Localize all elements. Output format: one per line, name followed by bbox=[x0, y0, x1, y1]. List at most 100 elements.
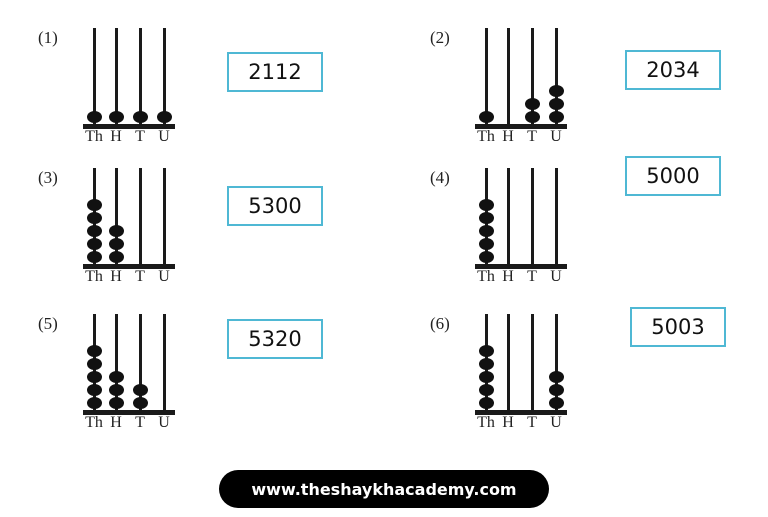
place-label: Th bbox=[85, 268, 103, 285]
bead bbox=[479, 371, 494, 383]
bead bbox=[549, 85, 564, 97]
answer-value: 5300 bbox=[248, 194, 302, 218]
bead bbox=[109, 384, 124, 396]
place-label: U bbox=[158, 128, 170, 145]
bead bbox=[87, 212, 102, 224]
bead bbox=[525, 111, 540, 123]
place-label: T bbox=[527, 268, 537, 285]
bead bbox=[549, 98, 564, 110]
abacus-rod-t bbox=[139, 28, 142, 124]
bead bbox=[479, 397, 494, 409]
abacus-rod-h bbox=[507, 28, 510, 124]
bead bbox=[157, 111, 172, 123]
abacus-rod-h bbox=[507, 314, 510, 410]
item-number: (4) bbox=[430, 168, 450, 187]
bead bbox=[549, 397, 564, 409]
bead bbox=[109, 111, 124, 123]
answer-value: 5003 bbox=[651, 315, 705, 339]
answer-box: 5300 bbox=[227, 186, 323, 226]
place-label: Th bbox=[85, 128, 103, 145]
abacus-base bbox=[83, 410, 175, 415]
bead bbox=[525, 98, 540, 110]
place-label: H bbox=[110, 128, 122, 145]
abacus-rod-h bbox=[115, 168, 118, 264]
bead bbox=[109, 397, 124, 409]
bead bbox=[479, 111, 494, 123]
place-label: Th bbox=[477, 128, 495, 145]
bead bbox=[549, 111, 564, 123]
abacus-rod-th bbox=[485, 28, 488, 124]
answer-value: 2034 bbox=[646, 58, 700, 82]
abacus-base bbox=[475, 124, 567, 129]
bead bbox=[133, 111, 148, 123]
abacus-base bbox=[475, 264, 567, 269]
bead bbox=[133, 384, 148, 396]
place-label: T bbox=[135, 128, 145, 145]
bead bbox=[87, 238, 102, 250]
place-label: H bbox=[110, 414, 122, 431]
place-label: Th bbox=[477, 268, 495, 285]
answer-box: 2112 bbox=[227, 52, 323, 92]
place-label: H bbox=[502, 414, 514, 431]
place-label: U bbox=[158, 414, 170, 431]
abacus-rod-t bbox=[531, 314, 534, 410]
bead bbox=[479, 199, 494, 211]
place-label: T bbox=[135, 268, 145, 285]
item-number: (3) bbox=[38, 168, 58, 187]
place-label: H bbox=[502, 128, 514, 145]
bead bbox=[87, 225, 102, 237]
abacus-base bbox=[83, 264, 175, 269]
website-url: www.theshaykhacademy.com bbox=[251, 479, 517, 499]
bead bbox=[87, 199, 102, 211]
place-label: Th bbox=[477, 414, 495, 431]
item-number: (2) bbox=[430, 28, 450, 47]
answer-value: 2112 bbox=[248, 60, 302, 84]
place-label: Th bbox=[85, 414, 103, 431]
abacus-rod-h bbox=[115, 28, 118, 124]
abacus-rod-u bbox=[163, 28, 166, 124]
bead bbox=[479, 251, 494, 263]
answer-box: 5000 bbox=[625, 156, 721, 196]
bead bbox=[479, 384, 494, 396]
abacus-rod-t bbox=[139, 314, 142, 410]
abacus-rod-u bbox=[163, 168, 166, 264]
abacus-rod-t bbox=[531, 168, 534, 264]
bead bbox=[109, 371, 124, 383]
place-label: U bbox=[550, 268, 562, 285]
place-label: H bbox=[502, 268, 514, 285]
answer-value: 5320 bbox=[248, 327, 302, 351]
abacus-rod-u bbox=[555, 168, 558, 264]
bead bbox=[479, 212, 494, 224]
abacus-rod-h bbox=[115, 314, 118, 410]
bead bbox=[87, 345, 102, 357]
bead bbox=[479, 345, 494, 357]
answer-box: 5320 bbox=[227, 319, 323, 359]
answer-box: 5003 bbox=[630, 307, 726, 347]
bead bbox=[109, 225, 124, 237]
place-label: H bbox=[110, 268, 122, 285]
bead bbox=[87, 358, 102, 370]
abacus-base bbox=[83, 124, 175, 129]
place-label: T bbox=[527, 414, 537, 431]
bead bbox=[479, 358, 494, 370]
answer-box: 2034 bbox=[625, 50, 721, 90]
place-label: U bbox=[550, 414, 562, 431]
bead bbox=[479, 225, 494, 237]
place-label: T bbox=[527, 128, 537, 145]
item-number: (5) bbox=[38, 314, 58, 333]
bead bbox=[87, 397, 102, 409]
abacus-rod-t bbox=[139, 168, 142, 264]
bead bbox=[549, 384, 564, 396]
place-label: U bbox=[550, 128, 562, 145]
